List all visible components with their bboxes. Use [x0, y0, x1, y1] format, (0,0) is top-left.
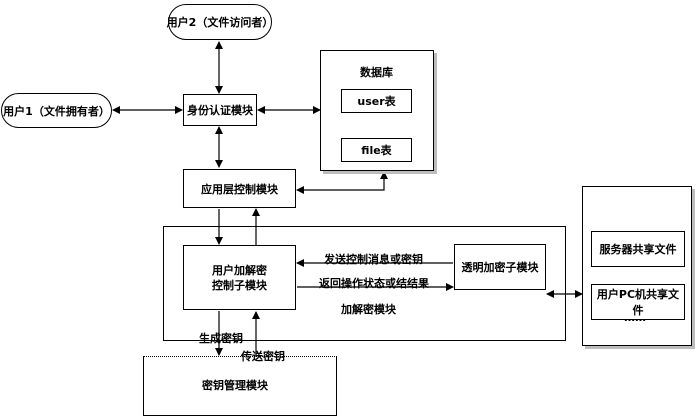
database-frame: [320, 50, 434, 171]
key-management-label: 密钥管理模块: [202, 379, 268, 392]
file-table: file表: [341, 138, 412, 162]
arrow-appctrl-database: [296, 171, 388, 194]
more-files-ellipsis: ……: [624, 311, 646, 324]
transparent-encryption-label: 透明加密子模块: [461, 261, 539, 274]
pc-shared-label: 用户PC机共享文件: [596, 288, 680, 317]
generate-key-label: 生成密钥: [199, 332, 243, 345]
shared-files-frame: [582, 186, 692, 346]
user-table: user表: [341, 89, 412, 113]
user2-label: 用户2（文件访问者）: [166, 16, 274, 29]
user1-label: 用户1（文件拥有者）: [3, 104, 110, 118]
user-table-label: user表: [357, 95, 396, 108]
pc-shared-files: 用户PC机共享文件: [591, 284, 685, 320]
database-title: 数据库: [360, 66, 393, 79]
connector-layer: [112, 41, 583, 357]
user1-node: 用户1（文件拥有者）: [1, 93, 112, 128]
crypto-control-submodule: 用户加解密 控制子模块: [183, 245, 296, 310]
return-status-label: 返回操作状态或结结果: [319, 277, 429, 290]
crypto-module-frame: [163, 226, 566, 341]
app-control-label: 应用层控制模块: [201, 182, 278, 196]
file-table-label: file表: [361, 144, 392, 157]
crypto-control-label: 用户加解密 控制子模块: [212, 263, 267, 292]
server-shared-files: 服务器共享文件: [591, 231, 685, 267]
auth-label: 身份认证模块: [187, 104, 253, 117]
app-control-module: 应用层控制模块: [183, 169, 296, 208]
transparent-encryption-submodule: 透明加密子模块: [454, 244, 546, 290]
user2-node: 用户2（文件访问者）: [166, 4, 274, 40]
send-control-message-label: 发送控制消息或密钥: [324, 253, 423, 266]
auth-module: 身份认证模块: [183, 94, 257, 126]
crypto-module-label: 加解密模块: [341, 303, 396, 316]
server-shared-label: 服务器共享文件: [599, 243, 677, 256]
